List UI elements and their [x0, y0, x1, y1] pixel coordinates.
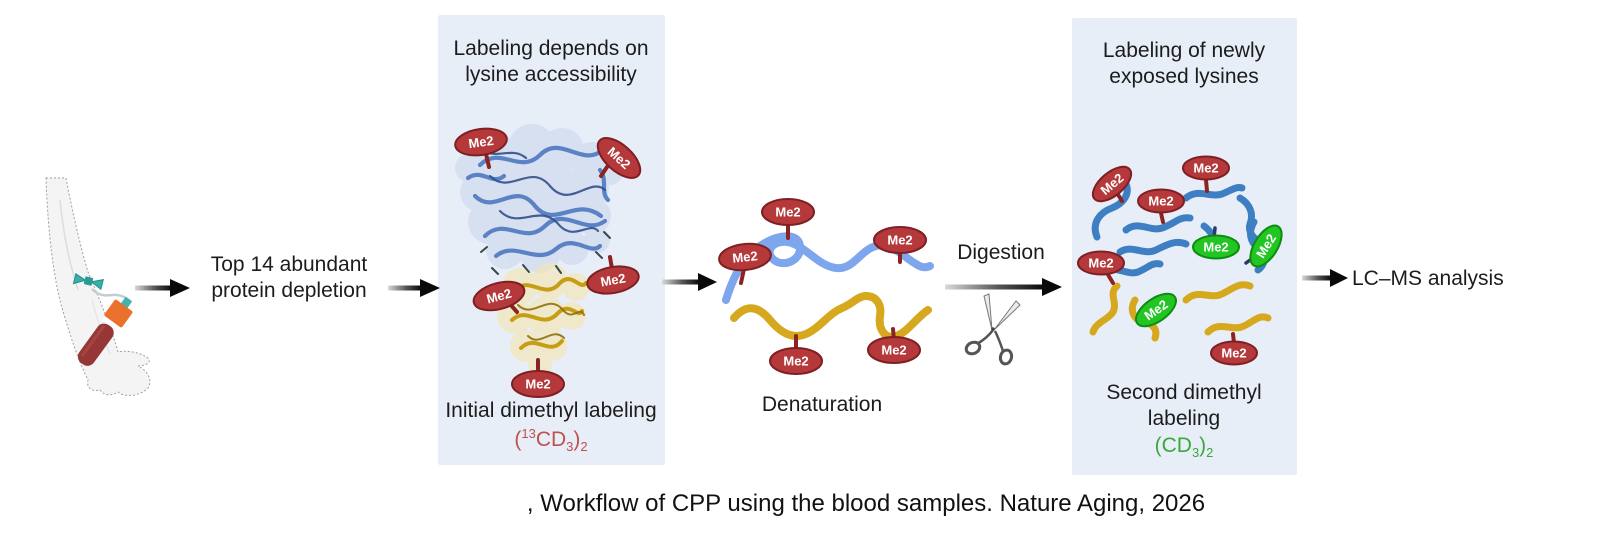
me2-badge-green: Me2: [1192, 234, 1240, 260]
depletion-label: Top 14 abundant protein depletion: [210, 253, 368, 302]
panel1-formula: (13CD3)2: [514, 426, 588, 455]
arrow-digestion: [945, 278, 1062, 296]
panel1-caption: Initial dimethyl labeling: [445, 399, 657, 422]
arrow-2: [388, 279, 440, 297]
svg-text:Me2: Me2: [775, 205, 800, 220]
panel2-title: Labeling of newly exposed lysines: [1102, 39, 1266, 88]
arrow-4: [1302, 269, 1348, 287]
me2-badge: Me2: [586, 265, 640, 295]
panel2-formula: (CD3)2: [1154, 434, 1214, 461]
me2-badge: Me2: [454, 127, 508, 157]
svg-text:Me2: Me2: [1088, 256, 1113, 271]
svg-text:Me2: Me2: [783, 354, 808, 369]
arrow-1: [135, 279, 190, 297]
arm-illustration: [45, 177, 151, 396]
me2-badge: Me2: [472, 280, 526, 312]
me2-badge: Me2: [867, 336, 921, 364]
svg-text:Me2: Me2: [485, 285, 513, 306]
digestion-label: Digestion: [957, 241, 1045, 264]
svg-text:Me2: Me2: [887, 233, 912, 248]
svg-text:Me2: Me2: [881, 343, 906, 358]
svg-text:Me2: Me2: [732, 248, 759, 266]
figure-caption: , Workflow of CPP using the blood sample…: [526, 490, 1206, 517]
panel1-title: Labeling depends on lysine accessibility: [453, 37, 649, 86]
me2-badge: Me2: [1137, 188, 1185, 214]
lcms-label: LC–MS analysis: [1352, 267, 1504, 290]
scissors-icon: [964, 293, 1021, 366]
me2-badge: Me2: [1210, 340, 1258, 366]
protein-structure: [455, 124, 623, 376]
me2-badge: Me2: [511, 370, 565, 398]
butterfly-needle-icon: [72, 272, 104, 291]
svg-text:Me2: Me2: [1148, 194, 1173, 209]
svg-text:Me2: Me2: [525, 377, 550, 392]
svg-text:Me2: Me2: [467, 133, 494, 151]
me2-badge: Me2: [718, 242, 772, 272]
denaturation-label: Denaturation: [761, 393, 883, 416]
me2-badge: Me2: [873, 226, 927, 254]
arrow-3: [662, 273, 717, 291]
svg-text:Me2: Me2: [1221, 346, 1246, 361]
svg-text:Me2: Me2: [1193, 161, 1218, 176]
svg-text:Me2: Me2: [599, 270, 627, 289]
blood-tube-icon: [77, 297, 133, 366]
me2-badge: Me2: [761, 198, 815, 226]
me2-badge: Me2: [1077, 250, 1125, 276]
me2-badge: Me2: [1182, 155, 1230, 181]
svg-text:Me2: Me2: [1203, 240, 1228, 255]
me2-badge: Me2: [769, 347, 823, 375]
panel2-caption: Second dimethyl labeling: [1106, 381, 1262, 430]
me2-badge: Me2: [596, 137, 642, 179]
